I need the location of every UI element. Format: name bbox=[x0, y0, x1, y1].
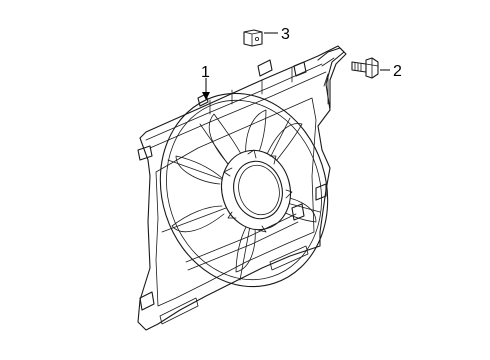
bottom-foot-left bbox=[159, 297, 199, 325]
bottom-foot-right bbox=[269, 245, 309, 271]
mounting-bolt bbox=[351, 57, 379, 79]
fan-ring-inner bbox=[166, 99, 322, 281]
top-clip-right bbox=[293, 61, 307, 77]
motor-center bbox=[238, 164, 280, 216]
top-rail bbox=[145, 63, 327, 149]
leader-1-arrow bbox=[202, 92, 210, 100]
fan-shroud-assembly bbox=[137, 45, 347, 331]
callout-1: 1 bbox=[201, 64, 210, 81]
callout-2: 2 bbox=[393, 63, 402, 80]
right-bracket-inner bbox=[321, 57, 335, 105]
shroud-inner-edge bbox=[155, 97, 317, 307]
right-bracket bbox=[317, 47, 347, 109]
motor-face bbox=[233, 160, 283, 220]
fan-spokes bbox=[161, 117, 321, 281]
left-clip-lower bbox=[139, 291, 155, 311]
lower-brace bbox=[185, 213, 299, 271]
motor-tabs bbox=[223, 149, 293, 233]
left-clip-upper bbox=[137, 145, 153, 161]
right-clip-upper bbox=[315, 183, 327, 201]
fan-ring-outer bbox=[159, 92, 329, 288]
top-clip-mid bbox=[257, 59, 273, 77]
retaining-clip bbox=[243, 29, 263, 47]
callout-3: 3 bbox=[281, 26, 290, 43]
